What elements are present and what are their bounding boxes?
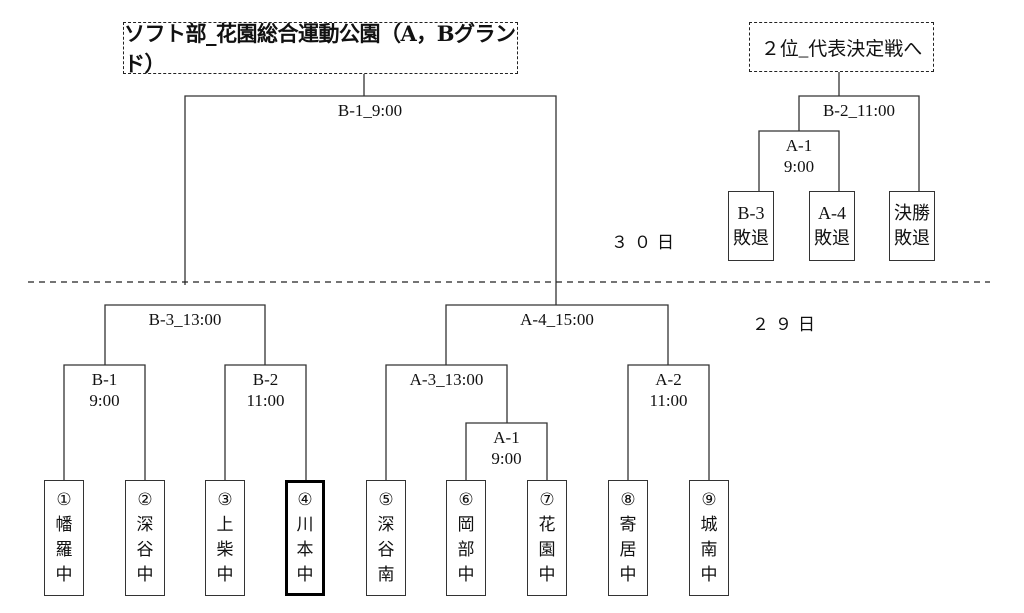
entrant-line1: B-3 [737,203,765,223]
team-name-char: 羅 [55,540,73,560]
team-name-char: 中 [700,565,718,585]
team-name-char: 中 [296,565,314,585]
match-label-b2: B-2 11:00 [246,370,285,410]
playoff-label-semi: A-1 9:00 [783,136,815,176]
team-name-char: 川 [296,515,314,535]
playoff-title: ２位_代表決定戦へ [760,38,923,60]
playoff-final-line [798,95,920,191]
match-a3-line [385,364,508,480]
team-name-char: 岡 [457,515,475,535]
team-name-char: 寄 [619,515,637,535]
playoff-entrant-card: A-4 敗退 [809,191,855,261]
entrant-line2: 敗退 [894,228,930,248]
team-name-char: 本 [296,540,314,560]
team-card: ⑦ 花 園 中 [527,480,567,596]
team-name-char: 南 [377,565,395,585]
match-label-a3: A-3_13:00 [409,370,484,389]
team-name-char: 谷 [136,540,154,560]
team-seed: ⑤ [378,490,394,510]
playoff-entrant-card: B-3 敗退 [728,191,774,261]
playoff-entrant-card: 決勝 敗退 [889,191,935,261]
match-b3-line [104,304,266,365]
match-label-b1: B-1 9:00 [89,370,120,410]
match-label-b3: B-3_13:00 [148,310,222,329]
match-label-final: B-1_9:00 [337,101,403,120]
team-name-char: 上 [216,515,234,535]
playoff-semi-line [758,130,840,191]
team-name-char: 深 [136,515,154,535]
match-a4-line [445,304,669,365]
main-title-box: ソフト部_花園総合運動公園（A，Bグランド） [123,21,518,76]
match-label-a4: A-4_15:00 [520,310,594,329]
team-name-char: 花 [538,515,556,535]
team-name-char: 幡 [55,515,73,535]
match-label-a1: A-1 9:00 [491,428,522,468]
team-card: ⑤ 深 谷 南 [366,480,406,596]
team-name-char: 中 [619,565,637,585]
team-card: ② 深 谷 中 [125,480,165,596]
team-name-char: 中 [216,565,234,585]
entrant-line2: 敗退 [733,228,769,248]
team-card: ③ 上 柴 中 [205,480,245,596]
match-a1-line [465,422,548,480]
playoff-title-box: ２位_代表決定戦へ [749,22,934,72]
team-name-char: 柴 [216,540,234,560]
team-name-char: 深 [377,515,395,535]
team-seed: ② [137,490,153,510]
team-card: ⑧ 寄 居 中 [608,480,648,596]
entrant-line1: A-4 [818,203,846,223]
team-seed: ⑥ [458,490,474,510]
team-card: ① 幡 羅 中 [44,480,84,596]
entrant-line2: 敗退 [814,228,850,248]
team-seed: ④ [297,490,313,510]
match-b2-line [224,364,307,480]
team-name-char: 部 [457,540,475,560]
team-name-char: 中 [136,565,154,585]
team-card: ⑨ 城 南 中 [689,480,729,596]
day-label-30: ３０日 [611,233,680,252]
match-a2-line [627,364,710,480]
entrant-line1: 決勝 [894,203,930,223]
team-name-char: 中 [457,565,475,585]
team-card: ⑥ 岡 部 中 [446,480,486,596]
team-name-char: 谷 [377,540,395,560]
match-b1-line [63,364,146,480]
team-seed: ⑦ [539,490,555,510]
team-seed: ③ [217,490,233,510]
team-name-char: 中 [55,565,73,585]
team-seed: ⑨ [701,490,717,510]
team-card-highlighted: ④ 川 本 中 [285,480,325,596]
day-label-29: ２９日 [752,315,821,334]
match-label-a2: A-2 11:00 [649,370,688,410]
match-final-line [184,95,557,305]
playoff-label-final: B-2_11:00 [822,101,896,120]
team-name-char: 中 [538,565,556,585]
team-name-char: 園 [538,540,556,560]
team-seed: ⑧ [620,490,636,510]
team-name-char: 居 [619,540,637,560]
team-seed: ① [56,490,72,510]
team-name-char: 城 [700,515,718,535]
main-title: ソフト部_花園総合運動公園（A，Bグランド） [124,21,516,76]
team-name-char: 南 [700,540,718,560]
